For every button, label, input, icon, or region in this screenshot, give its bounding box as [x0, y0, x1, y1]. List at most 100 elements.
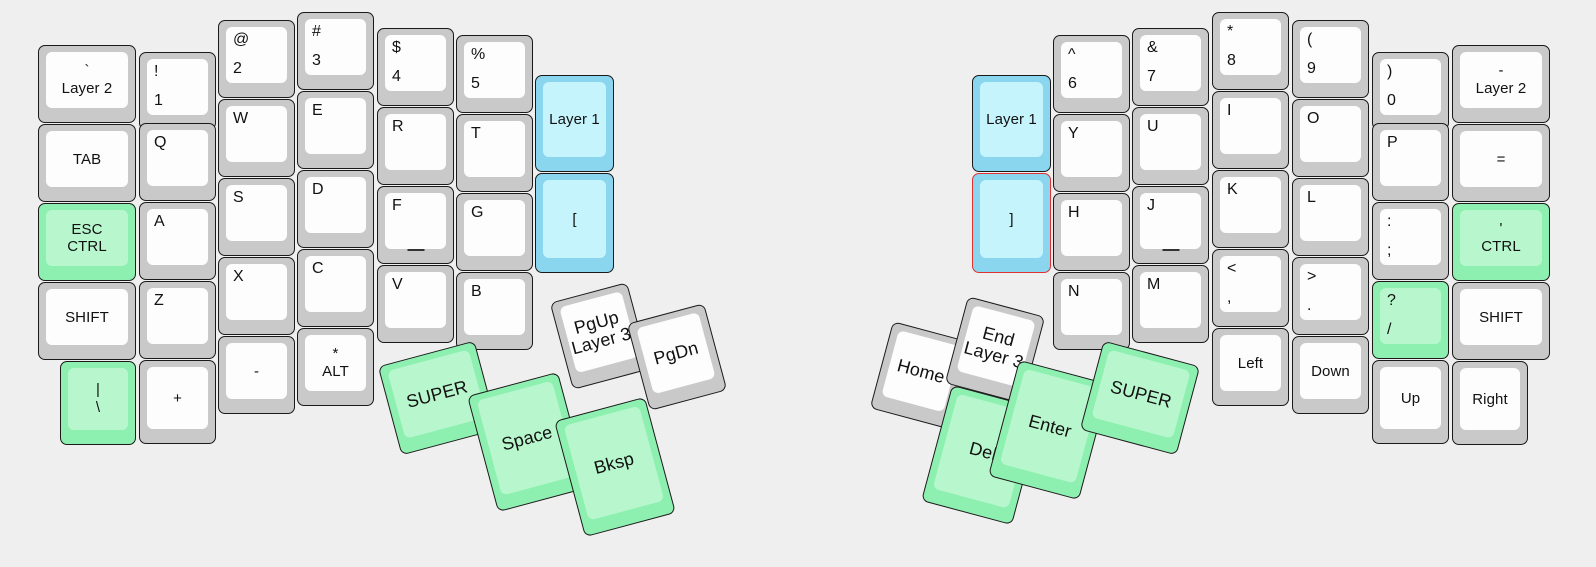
key-face: M: [1140, 272, 1201, 328]
key-r-quote-ctrl[interactable]: 'CTRL: [1452, 203, 1550, 281]
key-r-equal[interactable]: =: [1452, 124, 1550, 202]
key-l-w[interactable]: W: [218, 99, 295, 177]
key-r-p[interactable]: P: [1372, 123, 1449, 201]
key-r-up[interactable]: Up: [1372, 360, 1449, 444]
key-r-layer1[interactable]: Layer 1: [972, 75, 1051, 172]
key-l-z[interactable]: Z: [139, 281, 216, 359]
key-l-e[interactable]: E: [297, 91, 374, 169]
key-l-s[interactable]: S: [218, 178, 295, 256]
key-l-shift[interactable]: SHIFT: [38, 282, 136, 360]
key-r-shift[interactable]: SHIFT: [1452, 282, 1550, 360]
key-legend: ,: [1227, 289, 1232, 306]
key-face: *ALT: [305, 335, 366, 391]
key-r-semicolon[interactable]: :;: [1372, 202, 1449, 280]
key-r-u[interactable]: U: [1132, 107, 1209, 185]
key-upper-legend: !: [154, 63, 159, 80]
key-r-right[interactable]: Right: [1452, 361, 1528, 445]
key-legend: 7: [1147, 68, 1156, 85]
key-r-k[interactable]: K: [1212, 170, 1289, 248]
key-l-pipe-backslash[interactable]: |\: [60, 361, 136, 445]
key-r-9[interactable]: (9: [1292, 20, 1369, 98]
key-r-7[interactable]: &7: [1132, 28, 1209, 106]
key-l-g[interactable]: G: [456, 193, 533, 271]
key-face: C: [305, 256, 366, 312]
key-r-left[interactable]: Left: [1212, 328, 1289, 406]
key-face: P: [1380, 130, 1441, 186]
key-face: ^6: [1061, 42, 1122, 98]
key-legend: 8: [1227, 52, 1236, 69]
key-r-i[interactable]: I: [1212, 91, 1289, 169]
key-face: &7: [1140, 35, 1201, 91]
key-face: Right: [1460, 368, 1520, 430]
key-l-4[interactable]: $4: [377, 28, 454, 106]
key-legend: \: [95, 399, 101, 416]
key-r-o[interactable]: O: [1292, 99, 1369, 177]
key-legend: F: [392, 197, 402, 214]
key-legend: [: [572, 210, 577, 228]
key-r-l[interactable]: L: [1292, 178, 1369, 256]
key-l-q[interactable]: Q: [139, 123, 216, 201]
key-l-1[interactable]: !1: [139, 52, 216, 130]
key-l-3[interactable]: #3: [297, 12, 374, 90]
key-legend: Layer 2: [61, 80, 113, 97]
key-face: Y: [1061, 121, 1122, 177]
key-r-y[interactable]: Y: [1053, 114, 1130, 192]
key-l-tab[interactable]: TAB: [38, 124, 136, 202]
key-r-super[interactable]: SUPER: [1079, 340, 1201, 456]
key-face: %5: [464, 42, 525, 98]
key-r-period[interactable]: >.: [1292, 257, 1369, 335]
key-r-comma[interactable]: <,: [1212, 249, 1289, 327]
key-l-d[interactable]: D: [297, 170, 374, 248]
key-r-minus-layer2[interactable]: -Layer 2: [1452, 45, 1550, 123]
key-l-plus[interactable]: +: [139, 360, 216, 444]
key-r-6[interactable]: ^6: [1053, 35, 1130, 113]
key-face: K: [1220, 177, 1281, 233]
key-r-0[interactable]: )0: [1372, 52, 1449, 130]
key-face: -: [226, 343, 287, 399]
key-l-layer1[interactable]: Layer 1: [535, 75, 614, 172]
key-l-grave-layer2[interactable]: `Layer 2: [38, 45, 136, 123]
key-l-bracket-open[interactable]: [: [535, 173, 614, 273]
key-r-bracket-close[interactable]: ]: [972, 173, 1051, 273]
key-legend: SUPER: [1108, 375, 1174, 412]
key-legend: X: [233, 268, 244, 285]
key-l-star-alt[interactable]: *ALT: [297, 328, 374, 406]
key-l-v[interactable]: V: [377, 265, 454, 343]
key-legend: N: [1068, 283, 1080, 300]
key-face: SHIFT: [1460, 289, 1542, 345]
key-l-t[interactable]: T: [456, 114, 533, 192]
key-r-j[interactable]: J: [1132, 186, 1209, 264]
key-r-8[interactable]: *8: [1212, 12, 1289, 90]
key-legend: =: [1496, 150, 1506, 168]
key-legend: D: [312, 181, 324, 198]
key-r-h[interactable]: H: [1053, 193, 1130, 271]
key-face: W: [226, 106, 287, 162]
key-face: *8: [1220, 19, 1281, 75]
key-legend: S: [233, 189, 244, 206]
key-face: T: [464, 121, 525, 177]
key-l-r[interactable]: R: [377, 107, 454, 185]
key-face: -Layer 2: [1460, 52, 1542, 108]
key-l-a[interactable]: A: [139, 202, 216, 280]
key-r-slash[interactable]: ?/: [1372, 281, 1449, 359]
key-upper-legend: %: [471, 46, 486, 63]
key-l-2[interactable]: @2: [218, 20, 295, 98]
key-face: [: [543, 180, 606, 258]
key-l-x[interactable]: X: [218, 257, 295, 335]
key-face: `Layer 2: [46, 52, 128, 108]
key-l-5[interactable]: %5: [456, 35, 533, 113]
key-r-m[interactable]: M: [1132, 265, 1209, 343]
key-l-minus[interactable]: -: [218, 336, 295, 414]
key-legend: H: [1068, 204, 1080, 221]
key-l-c[interactable]: C: [297, 249, 374, 327]
key-l-b[interactable]: B: [456, 272, 533, 350]
key-r-n[interactable]: N: [1053, 272, 1130, 350]
key-legend: E: [312, 102, 323, 119]
key-l-esc-ctrl[interactable]: ESC CTRL: [38, 203, 136, 281]
key-face: )0: [1380, 59, 1441, 115]
key-legend: TAB: [72, 150, 102, 168]
key-l-f[interactable]: F: [377, 186, 454, 264]
key-r-down[interactable]: Down: [1292, 336, 1369, 414]
key-face: Q: [147, 130, 208, 186]
